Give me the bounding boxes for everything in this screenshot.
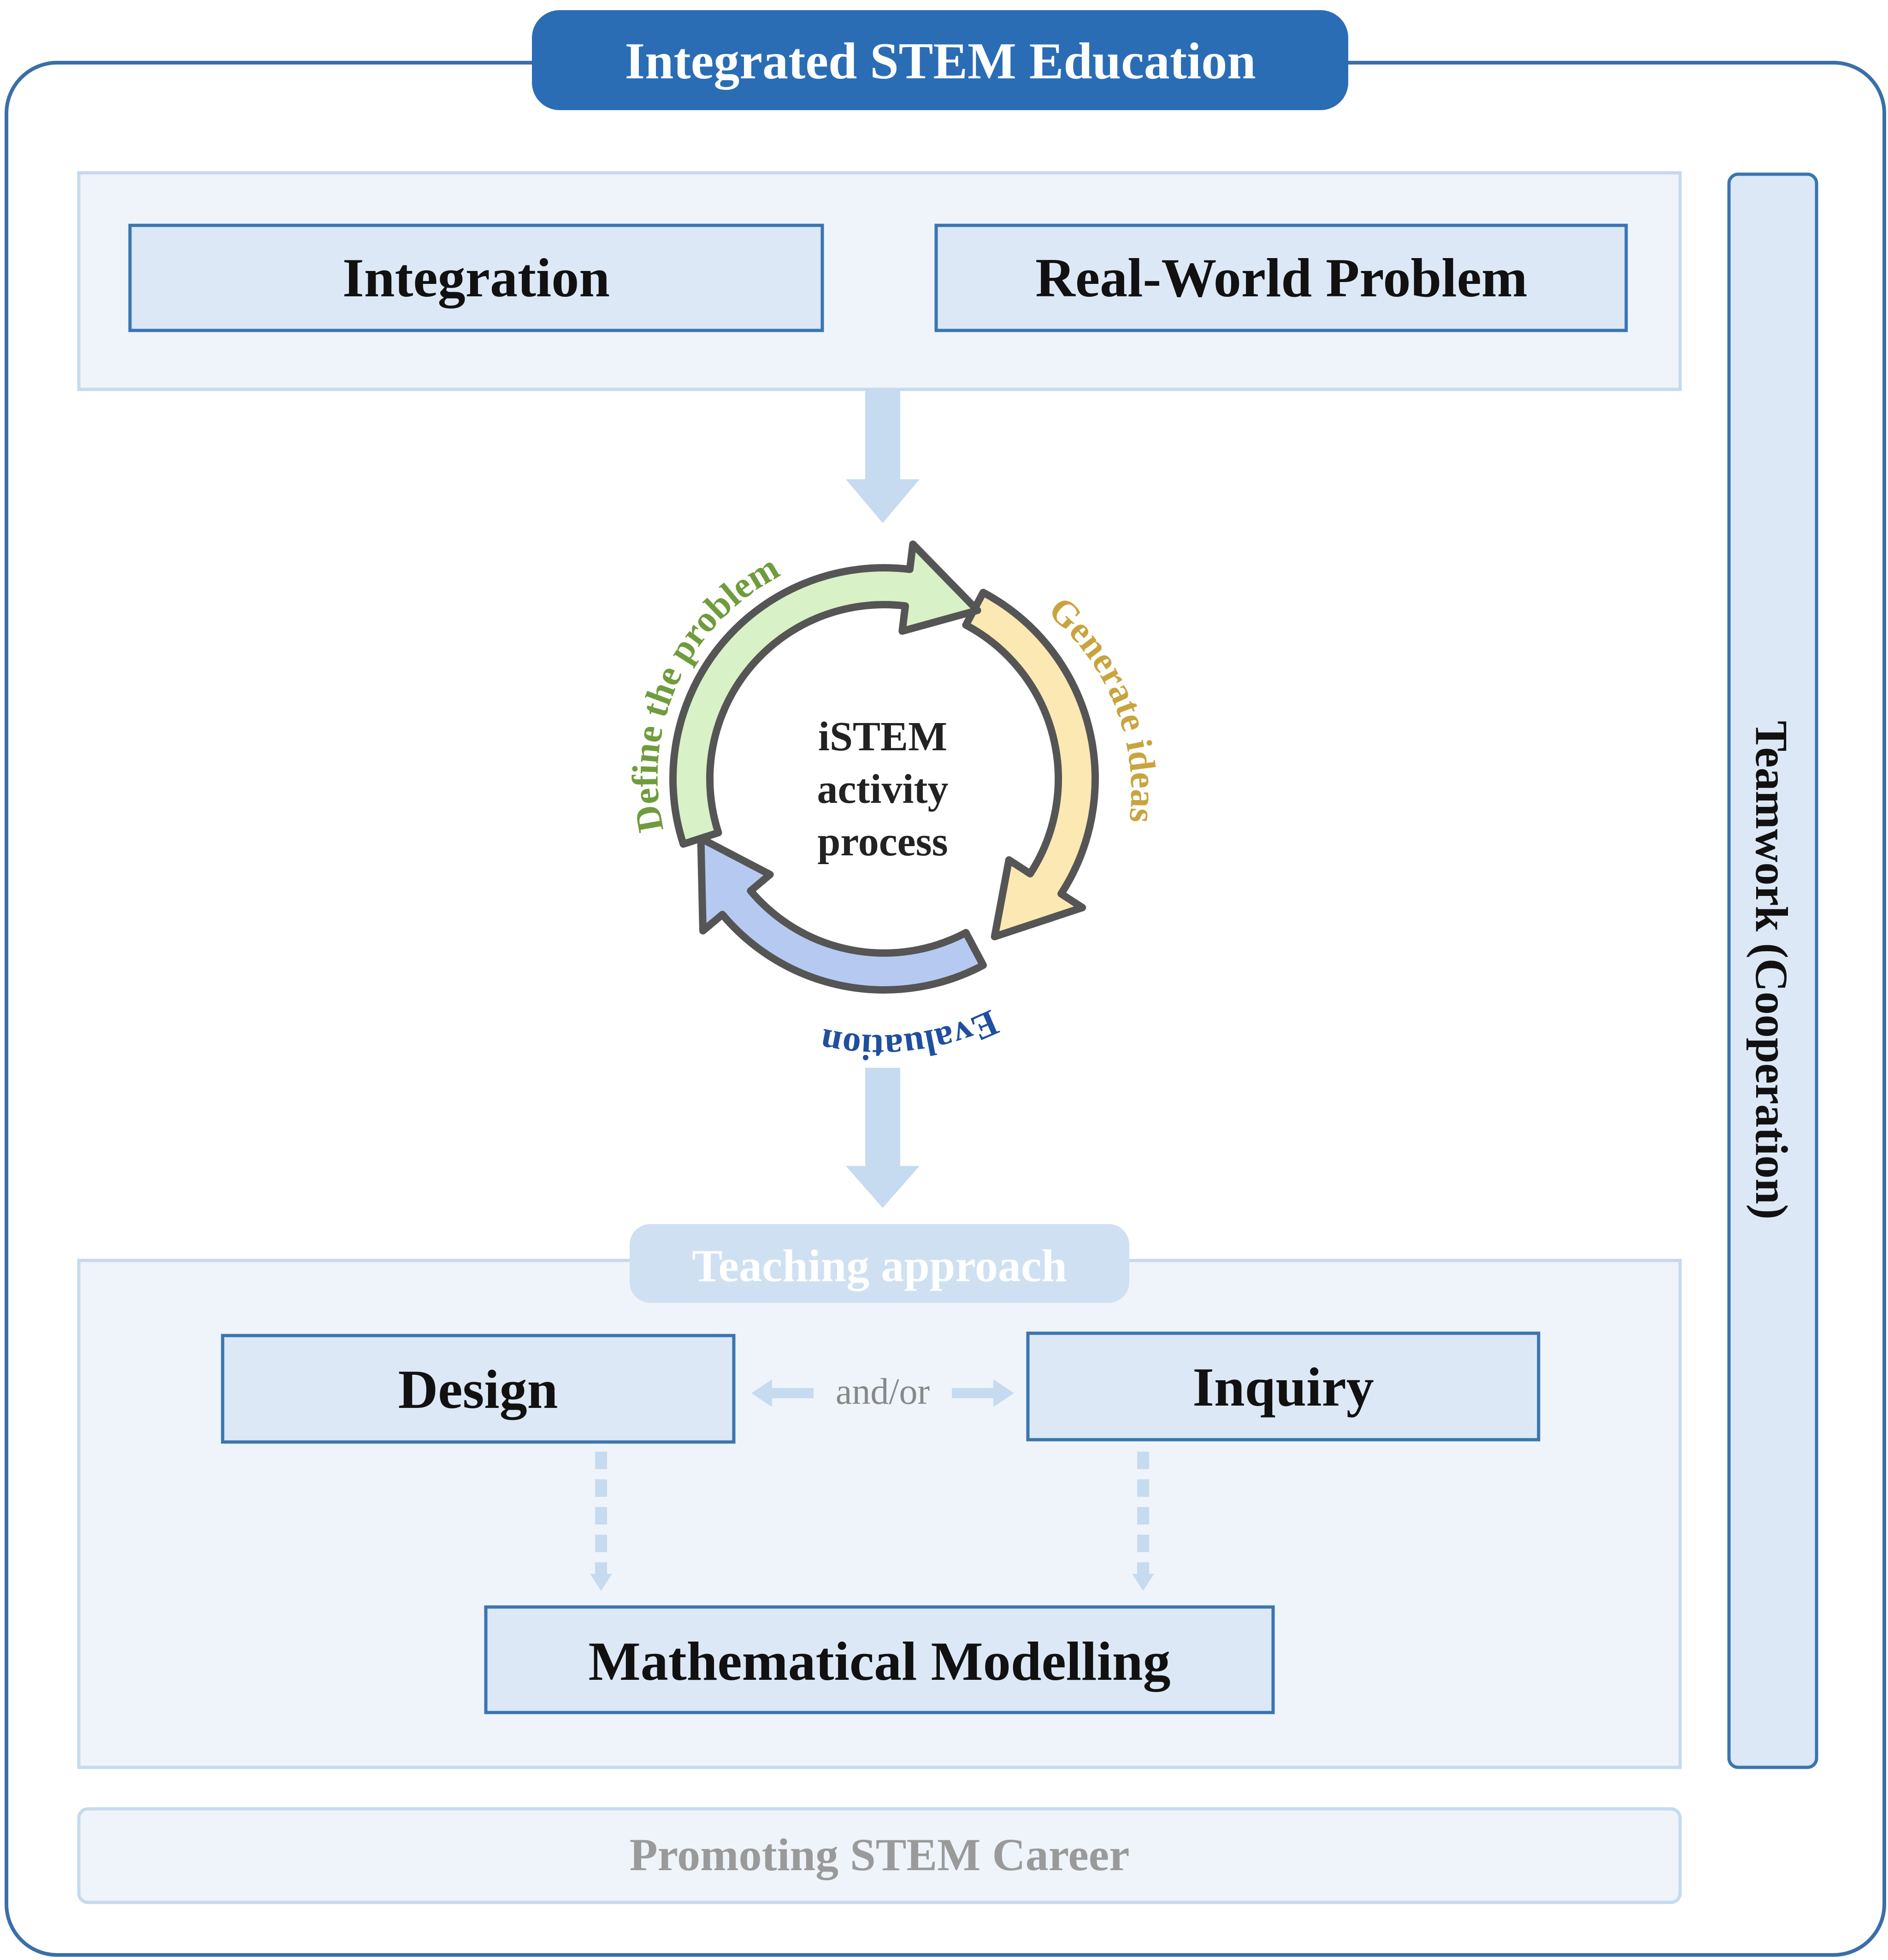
- real-world-problem-box: Real-World Problem: [934, 224, 1628, 332]
- teaching-approach-label: Teaching approach: [692, 1240, 1067, 1291]
- and-or-label: and/or: [836, 1371, 930, 1412]
- teaching-approach-pill: Teaching approach: [630, 1224, 1129, 1303]
- mathematical-modelling-box: Mathematical Modelling: [484, 1605, 1275, 1714]
- design-label: Design: [398, 1359, 558, 1420]
- integration-label: Integration: [342, 247, 610, 309]
- design-box: Design: [221, 1334, 736, 1444]
- inquiry-box: Inquiry: [1026, 1331, 1540, 1442]
- career-bar: Promoting STEM Career: [77, 1807, 1682, 1904]
- down-arrow-icon: [846, 389, 920, 523]
- diagram-title: Integrated STEM Education: [625, 33, 1256, 90]
- integration-box: Integration: [128, 224, 824, 332]
- cycle-center-line-2: activity: [817, 766, 949, 812]
- teamwork-bar: Teamwork (Cooperation): [1727, 172, 1818, 1769]
- right-arrow-icon: [952, 1379, 1014, 1407]
- activity-cycle: [669, 540, 1099, 994]
- cycle-center-line-3: process: [817, 819, 948, 865]
- evaluation-arrow-icon: [697, 835, 987, 994]
- down-arrow-icon: [846, 1068, 920, 1208]
- dashed-arrow-icon: [590, 1452, 612, 1591]
- modelling-label: Mathematical Modelling: [588, 1630, 1170, 1692]
- define-problem-arrow-icon: [669, 540, 981, 848]
- generate-ideas-arrow-icon: [962, 589, 1099, 941]
- career-label: Promoting STEM Career: [629, 1829, 1129, 1880]
- inquiry-label: Inquiry: [1192, 1356, 1374, 1418]
- dashed-arrow-icon: [1132, 1452, 1154, 1591]
- cycle-center-line-1: iSTEM: [818, 714, 947, 759]
- real-world-label: Real-World Problem: [1035, 247, 1528, 308]
- title-pill: Integrated STEM Education: [532, 10, 1348, 110]
- teamwork-label: Teamwork (Cooperation): [1746, 721, 1797, 1219]
- left-arrow-icon: [751, 1379, 814, 1407]
